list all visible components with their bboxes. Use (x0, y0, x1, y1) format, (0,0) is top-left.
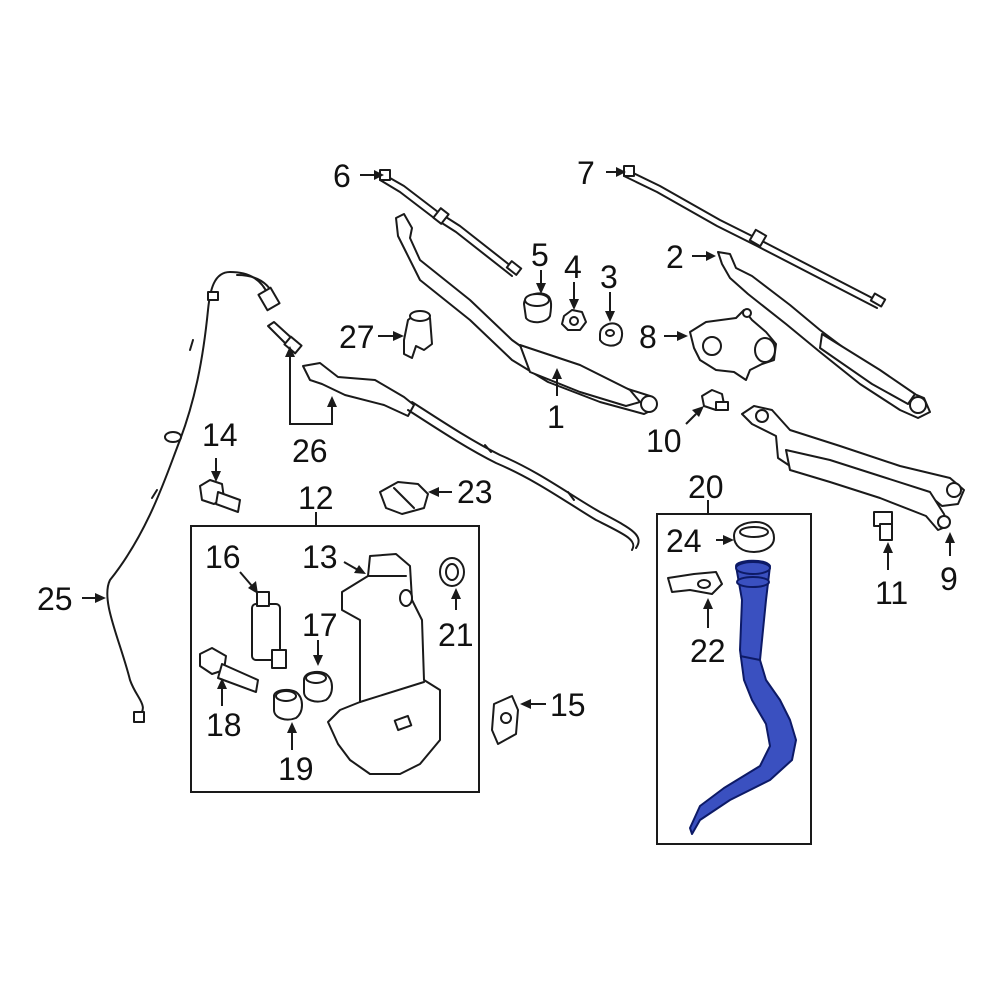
bracket-15[interactable] (491, 695, 519, 745)
bolt-14[interactable] (199, 479, 241, 513)
callout-5[interactable]: 5 (531, 237, 549, 273)
wiper-blade-6[interactable] (379, 169, 523, 277)
wiper-arm-1[interactable] (395, 213, 658, 415)
callout-24[interactable]: 24 (666, 523, 702, 559)
wiper-motor-8[interactable] (689, 308, 777, 381)
callout-20[interactable]: 20 (688, 469, 724, 505)
washer-reservoir-13[interactable] (327, 553, 441, 775)
filler-neck-20[interactable] (689, 559, 797, 835)
reservoir-group-frame (190, 525, 480, 793)
filler-neck-group-frame (656, 513, 812, 845)
callout-11[interactable]: 11 (875, 575, 908, 611)
nut-4[interactable] (561, 309, 587, 331)
grommet-17[interactable] (303, 671, 333, 703)
grommet-19[interactable] (273, 688, 303, 721)
bolt-10[interactable] (701, 389, 729, 411)
callout-10[interactable]: 10 (646, 423, 682, 459)
callout-labels: 6 7 2 5 4 3 8 27 1 10 26 14 23 12 20 13 … (37, 155, 958, 787)
callout-26[interactable]: 26 (292, 433, 328, 469)
level-sensor-18[interactable] (199, 647, 259, 693)
callout-9[interactable]: 9 (940, 561, 958, 597)
callout-15[interactable]: 15 (550, 687, 586, 723)
wiper-linkage-9[interactable] (741, 405, 965, 531)
callout-12[interactable]: 12 (298, 480, 334, 516)
callout-14[interactable]: 14 (202, 417, 238, 453)
pivot-cap-5[interactable] (523, 292, 553, 324)
bracket-22[interactable] (667, 571, 723, 595)
callout-22[interactable]: 22 (690, 633, 726, 669)
connector-27[interactable] (403, 310, 433, 359)
callout-16[interactable]: 16 (205, 539, 241, 575)
wiper-blade-7[interactable] (623, 165, 887, 309)
callout-18[interactable]: 18 (206, 707, 242, 743)
callout-21[interactable]: 21 (438, 617, 474, 653)
washer-3[interactable] (599, 322, 624, 347)
callout-2[interactable]: 2 (666, 239, 684, 275)
callout-6[interactable]: 6 (333, 158, 351, 194)
callout-4[interactable]: 4 (564, 249, 582, 285)
callout-7[interactable]: 7 (577, 155, 595, 191)
callout-19[interactable]: 19 (278, 751, 314, 787)
callout-17[interactable]: 17 (302, 607, 338, 643)
leaders (82, 167, 955, 750)
callout-23[interactable]: 23 (457, 474, 493, 510)
washer-pump-16[interactable] (251, 591, 287, 669)
clip-23[interactable] (379, 481, 429, 515)
bolt-11[interactable] (873, 511, 893, 541)
callout-8[interactable]: 8 (639, 319, 657, 355)
seal-ring-21[interactable] (439, 557, 465, 587)
washer-nozzle-hose-26[interactable] (267, 321, 640, 551)
callout-13[interactable]: 13 (302, 539, 338, 575)
callout-1[interactable]: 1 (547, 399, 565, 435)
wiper-arm-2[interactable] (717, 251, 931, 419)
callout-27[interactable]: 27 (339, 319, 375, 355)
washer-hose-25[interactable] (106, 271, 281, 723)
callout-25[interactable]: 25 (37, 581, 73, 617)
callout-3[interactable]: 3 (600, 259, 618, 295)
filler-cap-24[interactable] (733, 521, 775, 553)
